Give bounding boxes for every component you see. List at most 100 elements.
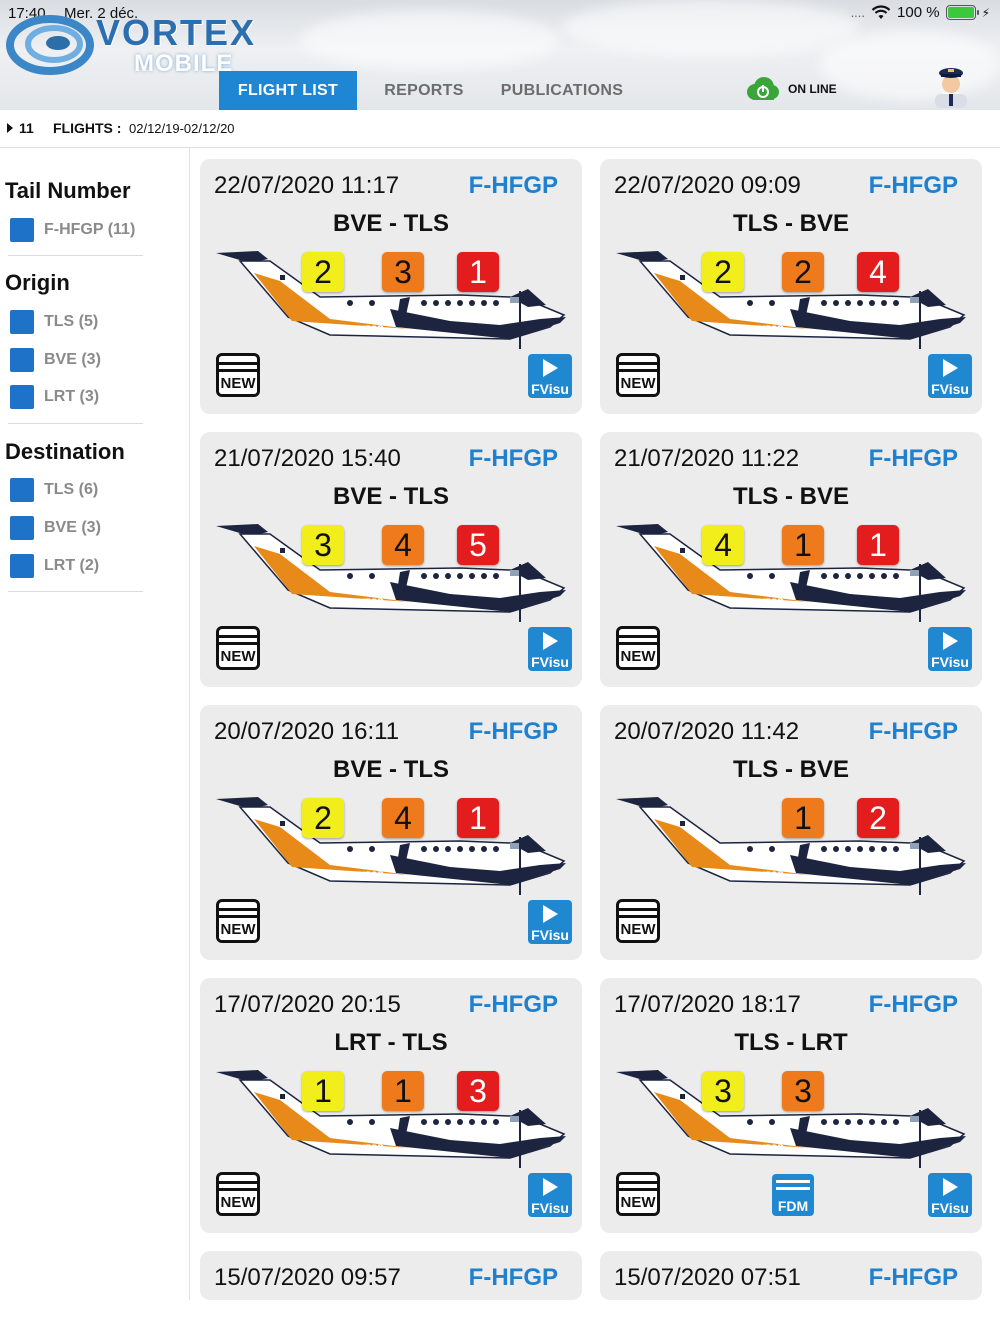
- new-label: NEW: [619, 1193, 657, 1213]
- fvisu-label: FVisu: [931, 381, 969, 397]
- fvisu-play-button[interactable]: FVisu: [928, 354, 972, 398]
- filter-item[interactable]: F-HFGP (11): [10, 218, 135, 242]
- flights-label: FLIGHTS :: [53, 120, 122, 136]
- flight-tail-number: F-HFGP: [468, 991, 558, 1018]
- flight-tail-number: F-HFGP: [868, 991, 958, 1018]
- vortex-logo: VORTEX MOBILE: [6, 6, 276, 77]
- connection-label: ON LINE: [788, 82, 837, 96]
- event-count-badge: 2: [857, 798, 899, 838]
- flights-date-range[interactable]: 02/12/19-02/12/20: [129, 121, 235, 136]
- fdm-icon[interactable]: FDM: [772, 1174, 814, 1216]
- new-report-icon[interactable]: NEW: [616, 353, 660, 397]
- event-count-badge: 3: [302, 525, 344, 565]
- fvisu-label: FVisu: [531, 381, 569, 397]
- status-date: Mer. 2 déc.: [64, 5, 139, 22]
- new-report-icon[interactable]: NEW: [616, 626, 660, 670]
- checkbox[interactable]: [10, 310, 34, 334]
- tab-publications[interactable]: PUBLICATIONS: [500, 81, 624, 99]
- event-count-badge: 4: [702, 525, 744, 565]
- flight-route: BVE - TLS: [332, 210, 449, 237]
- new-label: NEW: [619, 920, 657, 940]
- aircraft-image: F-HFGP: [210, 512, 572, 627]
- tab-reports[interactable]: REPORTS: [384, 81, 464, 99]
- filter-item[interactable]: BVE (3): [10, 348, 101, 372]
- event-count-badge: 1: [457, 798, 499, 838]
- fvisu-play-button[interactable]: FVisu: [528, 1173, 572, 1217]
- play-icon: [943, 359, 958, 377]
- aircraft-image: F-HFGP: [610, 1058, 972, 1173]
- flight-datetime: 22/07/2020 09:09: [614, 172, 801, 199]
- new-report-icon[interactable]: NEW: [216, 899, 260, 943]
- filter-item-label: TLS (5): [44, 313, 99, 330]
- aircraft-registration: F-HFGP: [350, 1143, 384, 1153]
- fvisu-play-button[interactable]: FVisu: [928, 627, 972, 671]
- pilot-avatar-icon[interactable]: [930, 62, 972, 108]
- checkbox[interactable]: [10, 478, 34, 502]
- event-count-badge: 4: [857, 252, 899, 292]
- event-count-badge: 4: [382, 525, 424, 565]
- checkbox[interactable]: [10, 385, 34, 409]
- fvisu-label: FVisu: [531, 927, 569, 943]
- expand-triangle-icon[interactable]: [7, 123, 13, 133]
- flight-route: TLS - LRT: [734, 1029, 848, 1056]
- filter-sidebar: Tail Number F-HFGP (11) Origin TLS (5) B…: [0, 148, 190, 1300]
- checkbox[interactable]: [10, 554, 34, 578]
- flight-tail-number: F-HFGP: [468, 172, 558, 199]
- flight-route: BVE - TLS: [332, 483, 449, 510]
- aircraft-registration: F-HFGP: [350, 324, 384, 334]
- event-count-badge: 2: [782, 252, 824, 292]
- checkbox[interactable]: [10, 218, 34, 242]
- fvisu-play-button[interactable]: FVisu: [528, 900, 572, 944]
- filter-item[interactable]: TLS (6): [10, 478, 98, 502]
- flight-route: TLS - BVE: [732, 210, 849, 237]
- aircraft-image: F-HFGP: [210, 1058, 572, 1173]
- filter-item[interactable]: LRT (3): [10, 385, 99, 409]
- aircraft-registration: F-HFGP: [350, 870, 384, 880]
- new-report-icon[interactable]: NEW: [216, 353, 260, 397]
- divider: [8, 591, 143, 592]
- play-icon: [543, 905, 558, 923]
- fvisu-play-button[interactable]: FVisu: [528, 354, 572, 398]
- new-report-icon[interactable]: NEW: [216, 626, 260, 670]
- filter-item-label: F-HFGP (11): [44, 221, 136, 238]
- aircraft-registration: F-HFGP: [350, 597, 384, 607]
- event-count-badge: 3: [702, 1071, 744, 1111]
- filter-item[interactable]: LRT (2): [10, 554, 99, 578]
- fvisu-label: FVisu: [531, 654, 569, 670]
- event-count-badge: 1: [782, 798, 824, 838]
- new-report-icon[interactable]: NEW: [216, 1172, 260, 1216]
- play-icon: [543, 1178, 558, 1196]
- new-report-icon[interactable]: NEW: [616, 1172, 660, 1216]
- fvisu-play-button[interactable]: FVisu: [928, 1173, 972, 1217]
- flight-datetime: 17/07/2020 18:17: [614, 991, 801, 1018]
- checkbox[interactable]: [10, 348, 34, 372]
- connection-status[interactable]: ON LINE: [744, 76, 837, 102]
- new-label: NEW: [219, 1193, 257, 1213]
- event-count-badge: 5: [457, 525, 499, 565]
- flight-datetime: 20/07/2020 11:42: [614, 718, 800, 745]
- filter-item[interactable]: TLS (5): [10, 310, 98, 334]
- cloud-power-icon: [747, 77, 779, 100]
- tab-flight-list[interactable]: FLIGHT LIST: [219, 71, 357, 110]
- flight-datetime: 15/07/2020 09:57: [214, 1264, 401, 1291]
- aircraft-icon: F-HFGP: [616, 524, 966, 622]
- filter-item-label: LRT (2): [44, 557, 100, 574]
- divider: [8, 423, 143, 424]
- filter-item[interactable]: BVE (3): [10, 516, 101, 540]
- event-count-badge: 1: [782, 525, 824, 565]
- checkbox[interactable]: [10, 516, 34, 540]
- fvisu-play-button[interactable]: FVisu: [528, 627, 572, 671]
- flight-datetime: 15/07/2020 07:51: [614, 1264, 801, 1291]
- flights-count: 11: [19, 120, 34, 136]
- new-report-icon[interactable]: NEW: [616, 899, 660, 943]
